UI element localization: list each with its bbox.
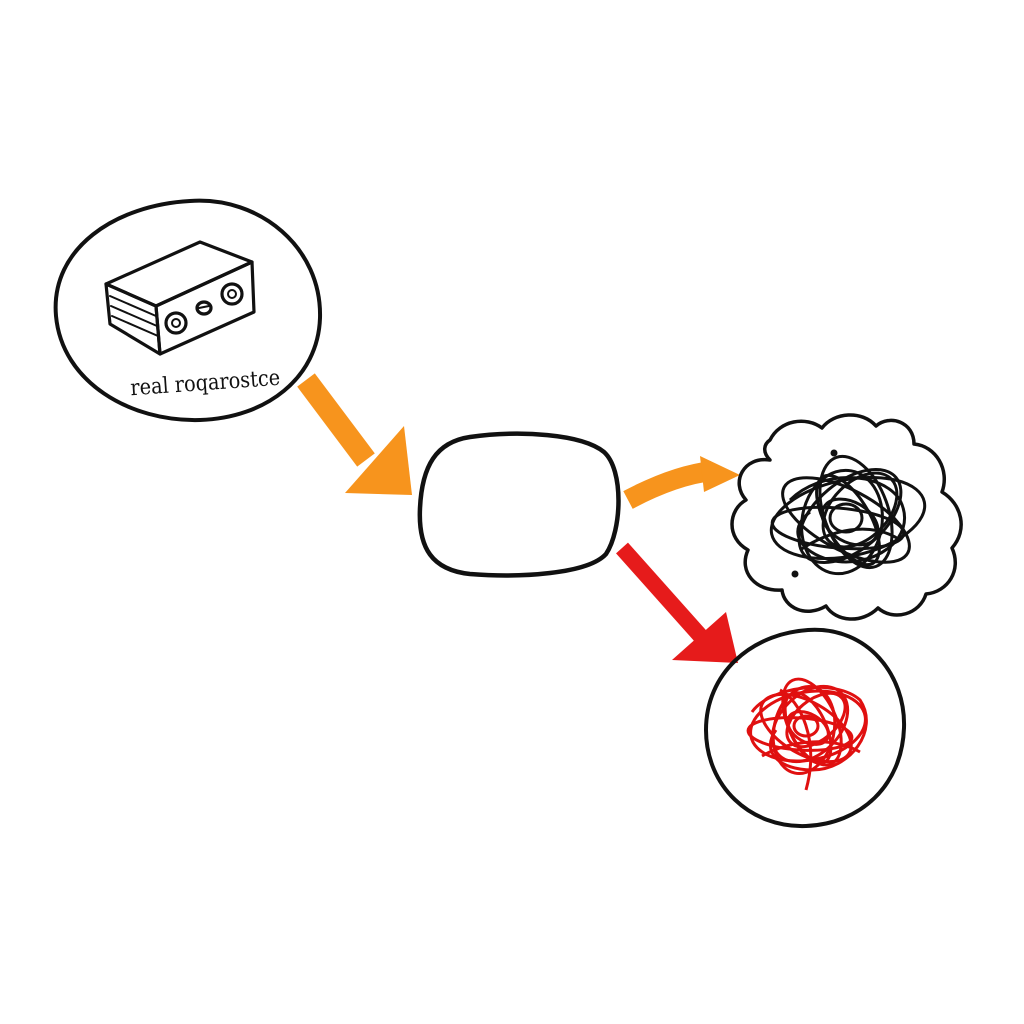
black-scribble-cloud-icon	[730, 413, 963, 621]
source-node: real roqarostce	[53, 198, 323, 423]
source-node-outline	[53, 198, 323, 423]
speaker-box-icon	[104, 240, 256, 356]
black-scribble	[769, 454, 927, 576]
process-node	[417, 431, 621, 578]
source-node-label: real roqarostce	[130, 366, 281, 401]
red-tangle-node	[703, 627, 907, 829]
red-tangle-outline	[703, 627, 907, 829]
arrow-process-to-black-tangle	[623, 456, 740, 509]
black-tangle-node	[730, 413, 963, 621]
red-scribble-circle-icon	[746, 677, 868, 791]
arrow-source-to-process	[297, 373, 412, 495]
arrow-process-to-red-tangle	[616, 542, 738, 663]
process-node-outline	[417, 431, 621, 578]
